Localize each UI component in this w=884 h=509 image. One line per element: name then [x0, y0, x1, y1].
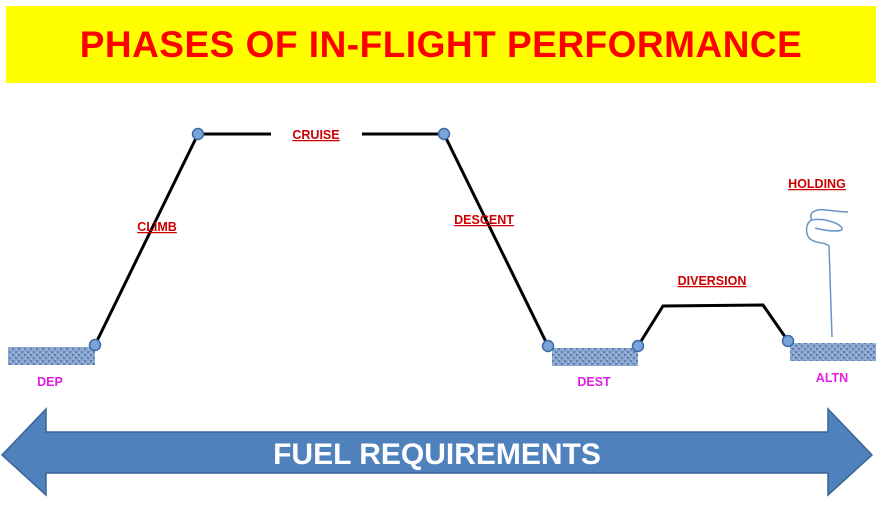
label-holding: HOLDING [788, 177, 846, 191]
dep-runway [8, 347, 95, 365]
diversion-path [636, 303, 790, 347]
node-altn-arrival [781, 334, 795, 348]
node-top-of-climb [191, 127, 205, 141]
label-diversion: DIVERSION [678, 274, 747, 288]
fuel-requirements-label: FUEL REQUIREMENTS [273, 438, 601, 471]
title-banner: PHASES OF IN-FLIGHT PERFORMANCE [6, 6, 876, 83]
node-dest-arrival [541, 339, 555, 353]
label-dep: DEP [37, 375, 63, 389]
holding-squiggle [805, 208, 849, 338]
climb-path [93, 133, 200, 346]
label-dest: DEST [577, 375, 611, 389]
label-climb: CLIMB [137, 220, 177, 234]
label-descent: DESCENT [454, 213, 514, 227]
node-dep-takeoff [88, 338, 102, 352]
node-dest-departure [631, 339, 645, 353]
label-cruise: CRUISE [292, 128, 339, 142]
node-top-of-descent [437, 127, 451, 141]
fuel-requirements-arrow [0, 407, 874, 497]
dest-runway [552, 348, 638, 366]
page-title: PHASES OF IN-FLIGHT PERFORMANCE [79, 23, 803, 65]
label-altn: ALTN [816, 371, 848, 385]
altn-runway [790, 343, 876, 361]
descent-path [442, 133, 550, 347]
